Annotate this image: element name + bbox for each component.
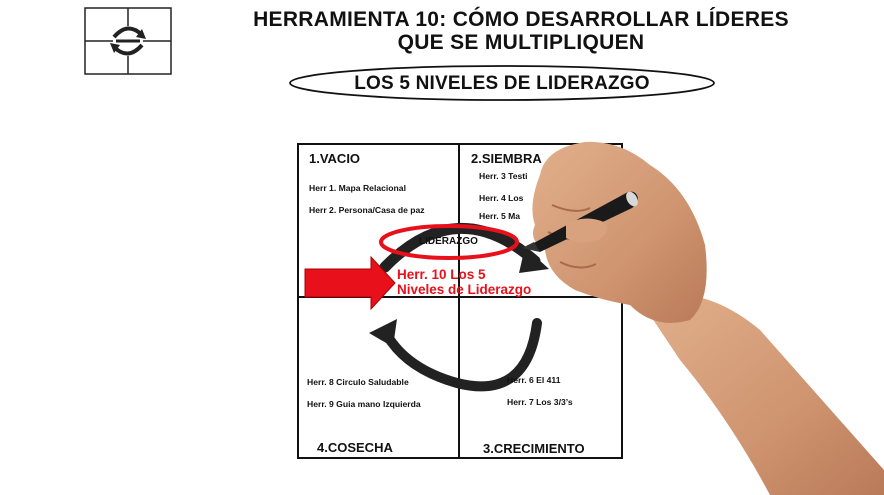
- quadrant-4-title: 4.COSECHA: [317, 440, 393, 455]
- q2-item-1: Herr. 3 Testi: [479, 171, 528, 181]
- subtitle-ellipse: LOS 5 NIVELES DE LIDERAZGO: [288, 64, 716, 102]
- highlight-line-1: Herr. 10 Los 5: [397, 267, 486, 282]
- highlight-label: Herr. 10 Los 5 Niveles de Liderazgo: [397, 267, 531, 297]
- q4-item-1: Herr. 8 Circulo Saludable: [307, 377, 409, 387]
- center-label: LIDERAZGO: [419, 236, 478, 247]
- subtitle: LOS 5 NIVELES DE LIDERAZGO: [354, 73, 650, 94]
- title-line-2: QUE SE MULTIPLIQUEN: [397, 31, 645, 54]
- q2-item-2: Herr. 4 Los: [479, 193, 524, 203]
- quadrant-3-title: 3.CRECIMIENTO: [483, 441, 585, 456]
- quadrant-2-title: 2.SIEMBRA: [471, 151, 542, 166]
- q1-item-1: Herr 1. Mapa Relacional: [309, 183, 406, 193]
- page-title: HERRAMIENTA 10: CÓMO DESARROLLAR LÍDERES…: [176, 8, 866, 54]
- q2-item-3: Herr. 5 Ma: [479, 211, 521, 221]
- q4-item-2: Herr. 9 Guia mano Izquierda: [307, 399, 421, 409]
- title-line-1: HERRAMIENTA 10: CÓMO DESARROLLAR LÍDERES: [253, 8, 789, 31]
- q1-item-2: Herr 2. Persona/Casa de paz: [309, 205, 425, 215]
- logo-icon: [84, 7, 172, 75]
- q3-item-1: Herr. 6 El 411: [507, 375, 561, 385]
- highlight-line-2: Niveles de Liderazgo: [397, 282, 532, 297]
- quadrant-1-title: 1.VACIO: [309, 151, 361, 166]
- q3-item-2: Herr. 7 Los 3/3’s: [507, 397, 573, 407]
